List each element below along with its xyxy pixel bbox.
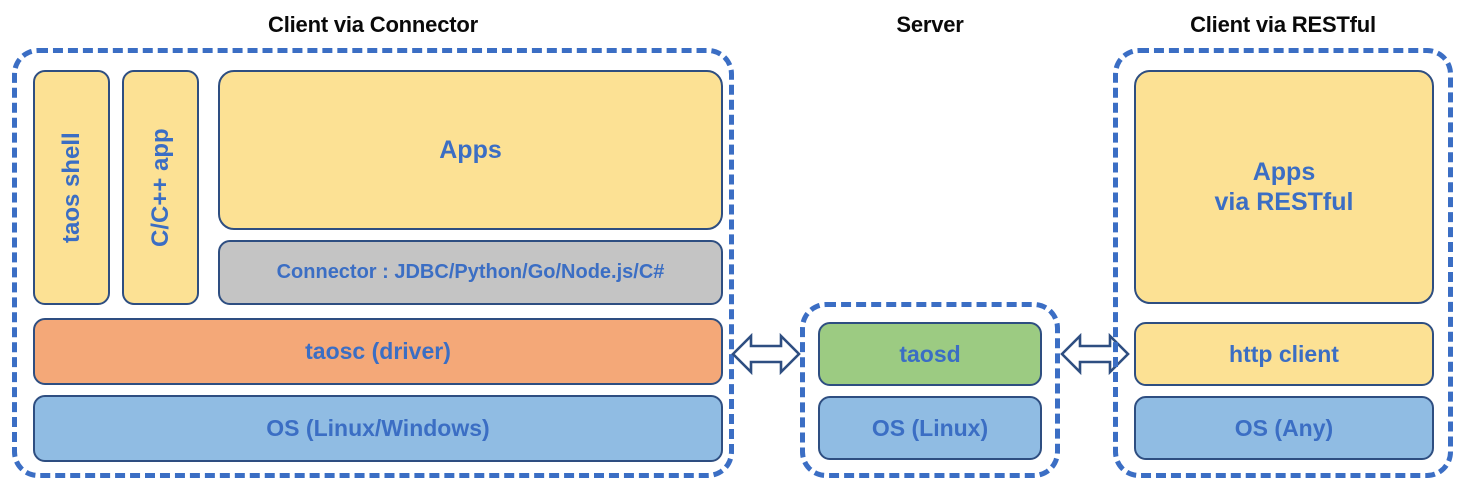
box-taos-shell[interactable]: taos shell: [33, 70, 110, 305]
panel-server: [800, 302, 1060, 478]
box-c-cpp-app[interactable]: C/C++ app: [122, 70, 199, 305]
bidirectional-arrow-icon-left: [731, 327, 801, 381]
panel-title-server: Server: [896, 12, 964, 37]
box-os-linux-windows[interactable]: OS (Linux/Windows): [33, 395, 723, 462]
bidirectional-arrow-icon-right: [1060, 327, 1130, 381]
panel-title-client-restful: Client via RESTful: [1190, 12, 1376, 37]
box-taosd[interactable]: taosd: [818, 322, 1042, 386]
box-os-any[interactable]: OS (Any): [1134, 396, 1434, 460]
panel-title-client-connector: Client via Connector: [268, 12, 478, 37]
panel-client-via-connector: [12, 48, 734, 478]
box-taosc-driver[interactable]: taosc (driver): [33, 318, 723, 385]
box-apps-via-restful[interactable]: Apps via RESTful: [1134, 70, 1434, 304]
box-apps-connector[interactable]: Apps: [218, 70, 723, 230]
panel-client-via-restful: [1113, 48, 1453, 478]
box-http-client[interactable]: http client: [1134, 322, 1434, 386]
box-os-linux[interactable]: OS (Linux): [818, 396, 1042, 460]
box-connector-list[interactable]: Connector : JDBC/Python/Go/Node.js/C#: [218, 240, 723, 305]
